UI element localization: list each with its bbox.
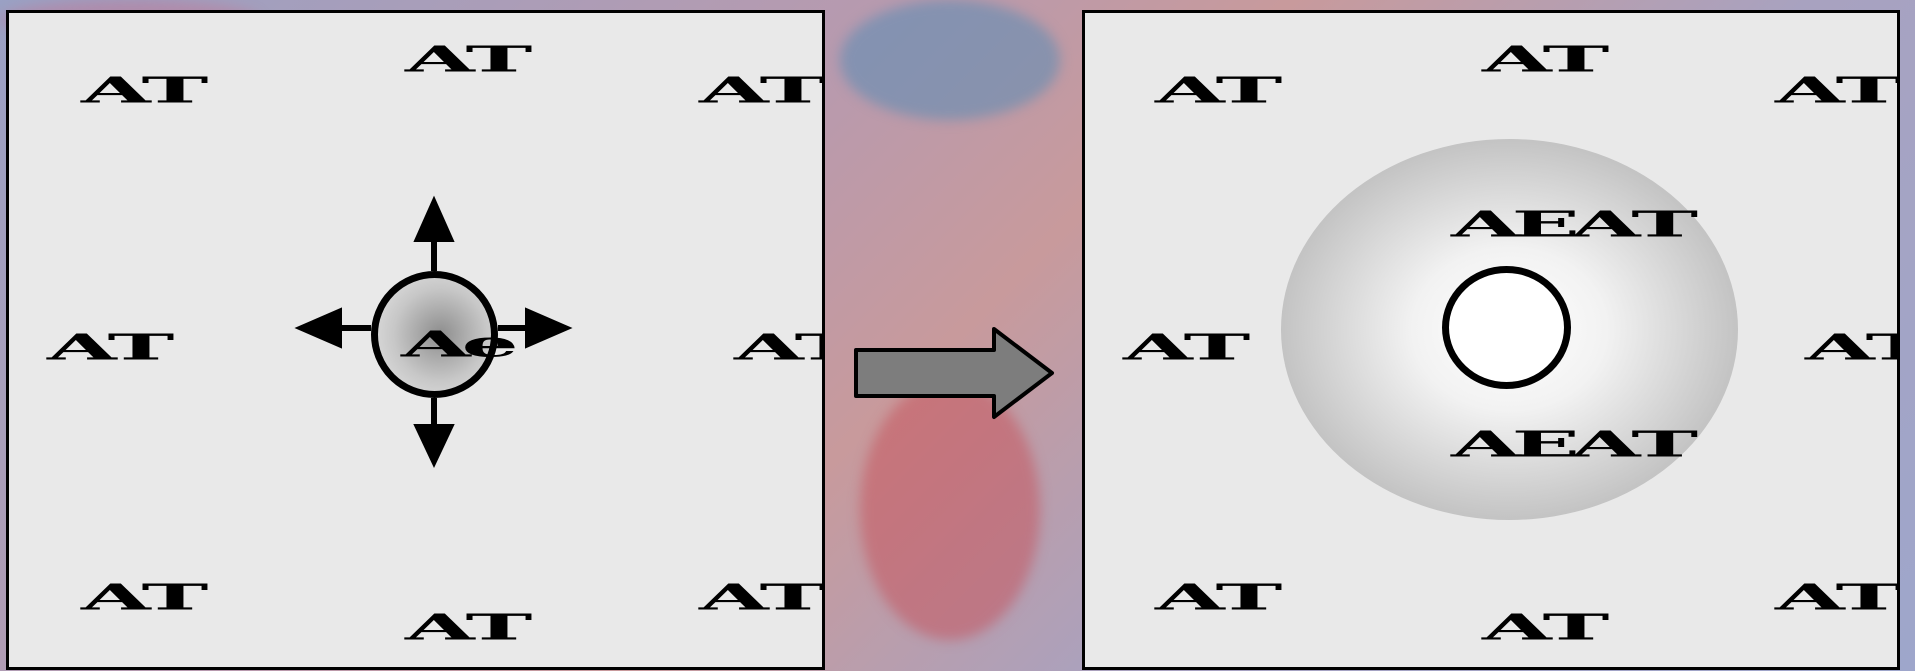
center-hole (1442, 266, 1571, 389)
glyph: AT (1123, 325, 1250, 369)
glyph: AT (405, 37, 532, 81)
background-blob (860, 380, 1040, 640)
center-glyph: Ae (401, 322, 519, 366)
glyph-pair: AEAT (1451, 202, 1698, 246)
glyph: AT (81, 575, 208, 619)
glyph: AT (699, 575, 822, 619)
glyph: AT (1482, 37, 1609, 81)
glyph: AT (1482, 605, 1609, 649)
center-cell (371, 271, 498, 398)
glyph: AT (405, 605, 532, 649)
expansion-arrows (294, 195, 573, 469)
glyph-pair: AEAT (1451, 422, 1698, 466)
right-panel: AT AT AT AT AT AT AT AT AEAT AEAT (1082, 10, 1900, 670)
glyph: AT (47, 325, 174, 369)
glyph: AT (734, 325, 822, 369)
glyph: AT (1155, 575, 1282, 619)
glyph: AT (81, 68, 208, 112)
glyph: AT (1805, 325, 1897, 369)
glyph: AT (1775, 575, 1897, 619)
transition-arrow (854, 327, 1054, 419)
left-panel: AT AT AT AT AT AT AT AT Ae (6, 10, 825, 670)
background-blob (840, 0, 1060, 120)
glyph: AT (699, 68, 822, 112)
glyph: AT (1155, 68, 1282, 112)
glyph: AT (1775, 68, 1897, 112)
